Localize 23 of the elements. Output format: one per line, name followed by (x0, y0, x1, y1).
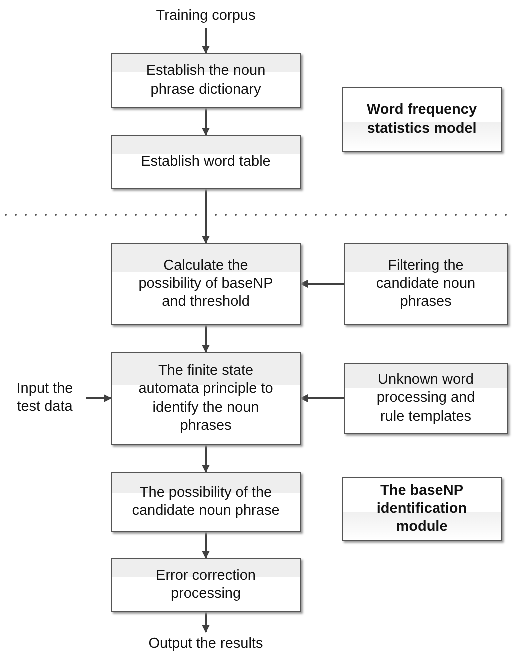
process-box: Filtering the candidate noun phrases (344, 243, 508, 325)
arrow (300, 394, 344, 402)
arrow (300, 280, 344, 288)
module-label-box: The baseNP identification module (342, 477, 502, 541)
process-box: Establish word table (111, 135, 301, 189)
process-box: Unknown word processing and rule templates (344, 363, 508, 434)
module-label-box: Word frequency statistics model (342, 87, 502, 152)
flow-text: Training corpus (140, 4, 272, 28)
flow-text: Input the test data (4, 374, 86, 422)
process-box: Establish the noun phrase dictionary (111, 53, 301, 108)
arrow (202, 325, 210, 353)
process-box: Error correction processing (111, 558, 301, 612)
arrow (202, 532, 210, 559)
process-box: The possibility of the candidate noun phrase (111, 472, 301, 532)
arrow (202, 612, 210, 633)
flow-text: Output the results (120, 632, 292, 656)
arrow (86, 394, 112, 402)
process-box: Calculate the possibility of baseNP and threshold (111, 243, 301, 325)
arrow (202, 189, 210, 244)
arrow (202, 445, 210, 473)
arrow (202, 108, 210, 136)
arrow (202, 28, 210, 54)
process-box: The finite state automata principle to identify the noun phrases (111, 352, 301, 445)
